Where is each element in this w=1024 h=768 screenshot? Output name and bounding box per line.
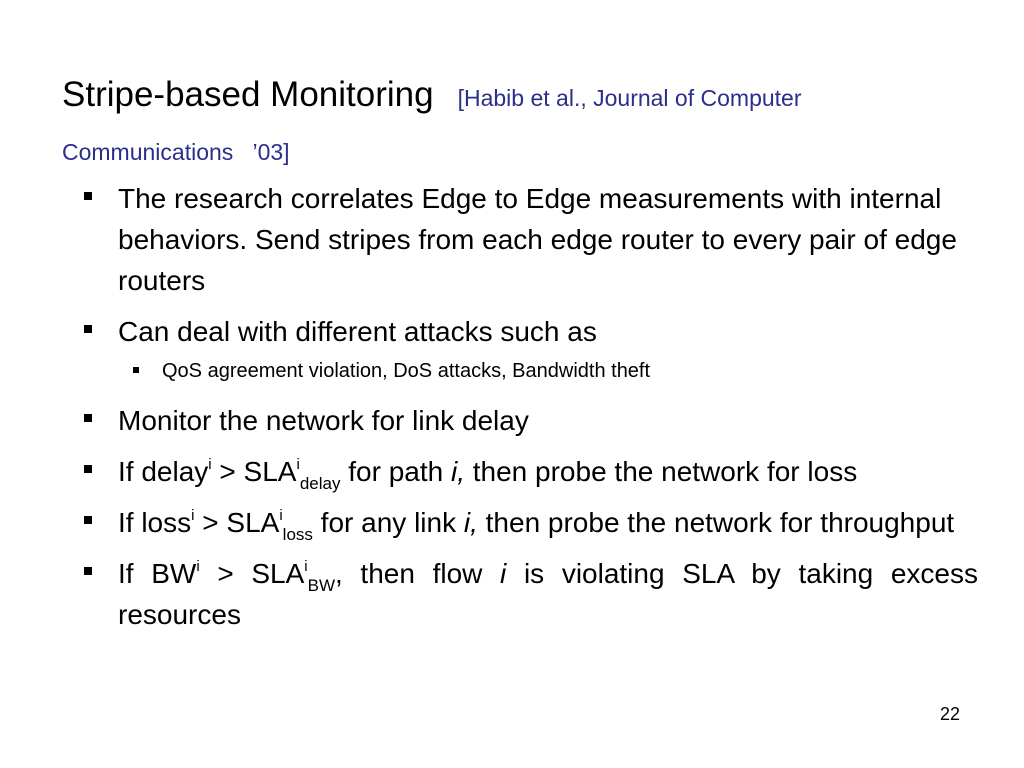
superscript: i xyxy=(279,507,283,524)
bullet-text-mid: , then flow xyxy=(335,558,501,589)
italic-variable: i, xyxy=(450,456,465,487)
bullet-text-compare: > SLA xyxy=(194,507,280,538)
citation-line-1: [Habib et al., Journal of Computer xyxy=(457,85,802,111)
bullet-attacks: Can deal with different attacks such as xyxy=(80,311,978,352)
slide-title-block: Stripe-based Monitoring [Habib et al., Jo… xyxy=(62,70,962,181)
sub-bullet-attack-types: QoS agreement violation, DoS attacks, Ba… xyxy=(80,356,978,386)
superscript: i xyxy=(208,456,212,473)
subscript: BW xyxy=(307,576,335,595)
italic-variable: i, xyxy=(463,507,478,538)
slide-title: Stripe-based Monitoring xyxy=(62,75,434,114)
bullet-text-compare: > SLA xyxy=(211,456,297,487)
square-bullet-icon xyxy=(84,567,92,575)
square-bullet-icon xyxy=(84,414,92,422)
bullet-loss-condition: If lossi > SLAiloss for any link i, then… xyxy=(80,502,978,543)
bullet-text-mid: for path xyxy=(340,456,451,487)
superscript: i xyxy=(191,507,195,524)
bullet-text-start: If BW xyxy=(118,558,197,589)
bullet-text-start: If loss xyxy=(118,507,192,538)
page-number: 22 xyxy=(939,704,961,724)
bullet-monitor-delay: Monitor the network for link delay xyxy=(80,400,978,441)
bullet-text: Monitor the network for link delay xyxy=(118,405,529,436)
subscript: delay xyxy=(299,474,341,493)
bullet-text-compare: > SLA xyxy=(199,558,305,589)
bullet-text-end: then probe the network for loss xyxy=(464,456,858,487)
superscript: i xyxy=(296,456,300,473)
square-bullet-icon xyxy=(84,516,92,524)
bullet-text: The research correlates Edge to Edge mea… xyxy=(118,183,957,296)
bullet-text-end: then probe the network for throughput xyxy=(477,507,955,538)
bullet-text-end: is violating SLA by taking excess resour… xyxy=(118,558,978,630)
bullet-list: The research correlates Edge to Edge mea… xyxy=(80,178,978,645)
citation-line-2: Communications ’03] xyxy=(62,139,290,165)
bullet-text-mid: for any link xyxy=(312,507,464,538)
subscript: loss xyxy=(282,525,313,544)
superscript: i xyxy=(196,558,200,575)
sub-bullet-text: QoS agreement violation, DoS attacks, Ba… xyxy=(162,360,651,382)
square-bullet-icon xyxy=(84,465,92,473)
square-bullet-icon xyxy=(84,192,92,200)
bullet-bw-condition: If BWi > SLAiBW, then flow i is violatin… xyxy=(80,553,978,635)
square-bullet-icon xyxy=(133,367,139,373)
square-bullet-icon xyxy=(84,325,92,333)
bullet-text-start: If delay xyxy=(118,456,209,487)
bullet-text: Can deal with different attacks such as xyxy=(118,316,597,347)
superscript: i xyxy=(304,558,308,575)
bullet-delay-condition: If delayi > SLAidelay for path i, then p… xyxy=(80,451,978,492)
italic-variable: i xyxy=(500,558,507,589)
bullet-research: The research correlates Edge to Edge mea… xyxy=(80,178,978,301)
